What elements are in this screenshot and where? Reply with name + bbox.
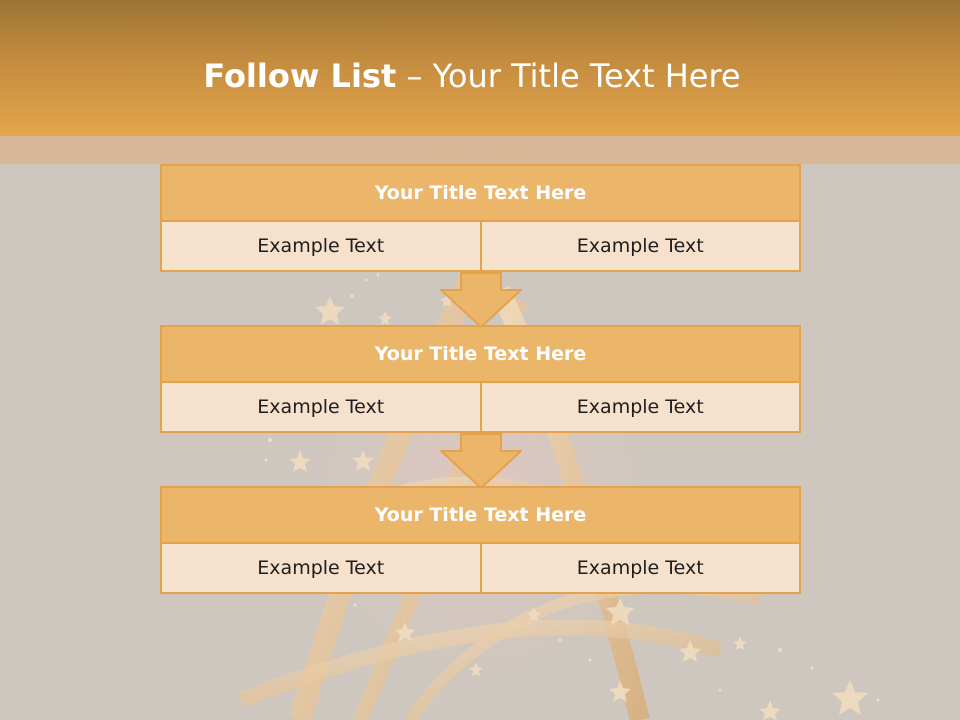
down-arrow-icon [440,272,522,328]
slide-title: Follow List – Your Title Text Here [0,54,944,98]
list-block-3: Your Title Text Here Example Text Exampl… [160,486,801,594]
block-cell-right: Example Text [481,383,801,433]
slide-title-bold: Follow List [203,57,397,95]
block-cell-left: Example Text [160,383,482,433]
block-title: Your Title Text Here [160,164,801,222]
list-block-1: Your Title Text Here Example Text Exampl… [160,164,801,272]
title-bar: Follow List – Your Title Text Here [0,0,960,136]
slide-title-rest: – Your Title Text Here [396,57,741,95]
block-cells: Example Text Example Text [160,383,801,433]
header-band [0,136,960,164]
block-cells: Example Text Example Text [160,544,801,594]
down-arrow-icon [440,433,522,489]
block-title: Your Title Text Here [160,486,801,544]
block-cell-right: Example Text [481,222,801,272]
block-cell-right: Example Text [481,544,801,594]
block-cell-left: Example Text [160,544,482,594]
block-cells: Example Text Example Text [160,222,801,272]
list-block-2: Your Title Text Here Example Text Exampl… [160,325,801,433]
block-cell-left: Example Text [160,222,482,272]
block-title: Your Title Text Here [160,325,801,383]
